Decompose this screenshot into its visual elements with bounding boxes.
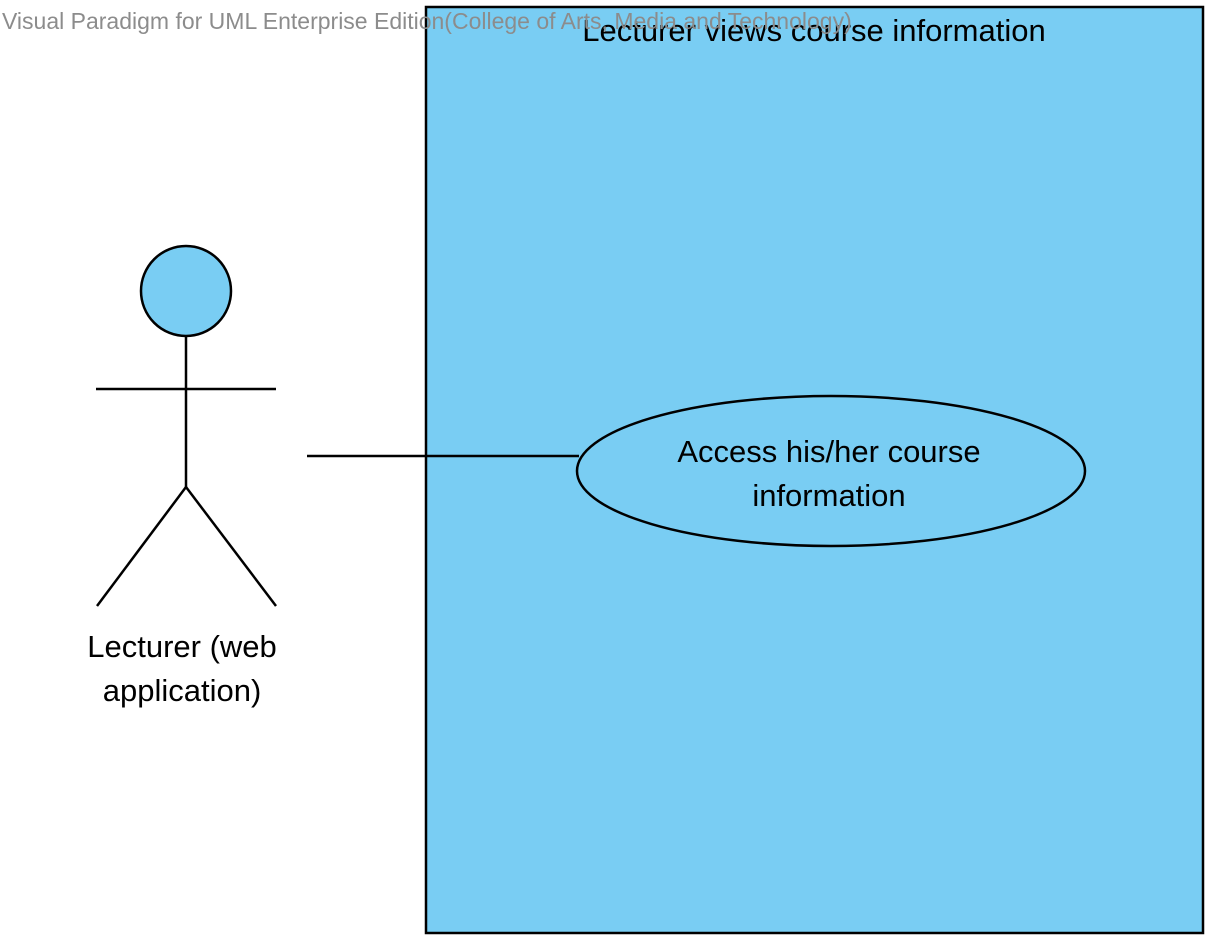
use-case-ellipse bbox=[575, 394, 1087, 548]
actor-left-leg bbox=[95, 486, 188, 607]
actor-lecturer[interactable]: Lecturer (web application) bbox=[87, 244, 277, 708]
system-boundary-title: Lecturer views course information bbox=[582, 13, 1045, 48]
actor-head bbox=[139, 244, 233, 338]
use-case-access-course-info[interactable]: Access his/her course information bbox=[575, 394, 1087, 548]
actor-label-line-2: application) bbox=[103, 673, 262, 708]
actor-label-line-1: Lecturer (web bbox=[87, 629, 277, 664]
actor-right-leg bbox=[185, 486, 277, 607]
use-case-label-line-2: information bbox=[752, 478, 905, 513]
use-case-label-line-1: Access his/her course bbox=[677, 434, 980, 469]
watermark: Visual Paradigm for UML Enterprise Editi… bbox=[2, 8, 852, 34]
